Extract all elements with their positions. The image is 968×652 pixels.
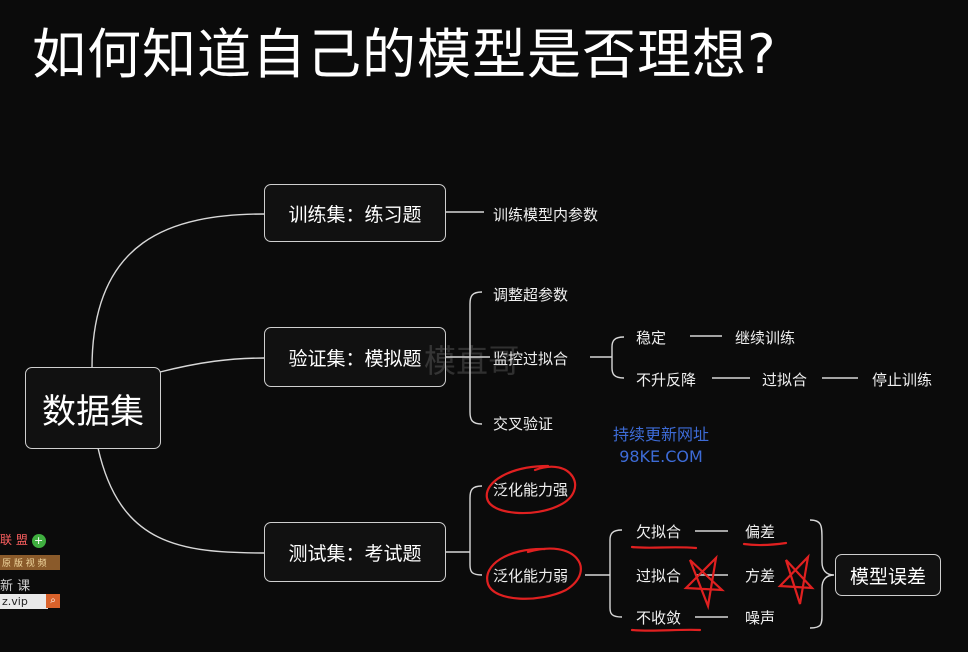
annotation-underline-bias (742, 541, 788, 547)
corner-label-2: 原 版 视 频 (0, 555, 60, 570)
corner-label-4: z.vip (0, 594, 48, 609)
root-node: 数据集 (25, 367, 161, 449)
valid-child-tune: 调整超参数 (493, 286, 569, 304)
corner-label-1: 联 盟 + (0, 531, 46, 548)
valid-child-cross: 交叉验证 (493, 415, 554, 433)
search-icon[interactable]: ⌕ (46, 594, 60, 608)
error-variance: 方差 (745, 567, 776, 585)
monitor-stop: 停止训练 (872, 371, 933, 389)
cause-nonconvergence: 不收敛 (636, 609, 682, 627)
test-weak: 泛化能力弱 (493, 567, 569, 585)
error-bias: 偏差 (745, 523, 776, 541)
connector-root-train (91, 213, 266, 369)
watermark: 模直哥 (424, 342, 521, 380)
annotation-circle-weak (486, 547, 582, 600)
corner-label-3: 新 课 (0, 579, 31, 594)
annotation-underline-underfit (630, 545, 698, 550)
model-error-node: 模型误差 (835, 554, 941, 596)
cause-underfit: 欠拟合 (636, 523, 682, 541)
plus-icon: + (31, 534, 46, 548)
annotation-circle-strong (485, 464, 577, 515)
monitor-stable: 稳定 (636, 329, 667, 347)
error-noise: 噪声 (745, 609, 776, 627)
monitor-no-drop: 不升反降 (636, 371, 697, 389)
connector-test-bracket (469, 485, 483, 576)
annotation-star-variance (777, 553, 815, 605)
valid-child-monitor: 监控过拟合 (493, 350, 569, 368)
train-child: 训练模型内参数 (493, 206, 599, 224)
connector-valid-bracket (469, 291, 483, 425)
valid-set-node: 验证集：模拟题 (264, 327, 446, 387)
promo-line-2: 98KE.COM (619, 447, 703, 466)
cause-overfit: 过拟合 (636, 567, 682, 585)
connector-root-valid (159, 357, 266, 373)
annotation-star-overfit (683, 554, 725, 611)
test-strong: 泛化能力强 (493, 481, 569, 499)
promo-badge: 持续更新网址 98KE.COM (613, 424, 709, 468)
annotation-underline-nonconv (630, 628, 702, 632)
connector-monitor-bracket (611, 336, 625, 379)
monitor-overfit: 过拟合 (762, 371, 808, 389)
train-set-node: 训练集：练习题 (264, 184, 446, 242)
connector-root-test (97, 447, 266, 554)
promo-line-1: 持续更新网址 (613, 425, 710, 444)
connector-error-brace (809, 519, 835, 629)
test-set-node: 测试集：考试题 (264, 522, 446, 582)
page-title: 如何知道自己的模型是否理想? (32, 23, 777, 86)
monitor-continue: 继续训练 (735, 329, 796, 347)
connector-weak-bracket (609, 529, 623, 618)
